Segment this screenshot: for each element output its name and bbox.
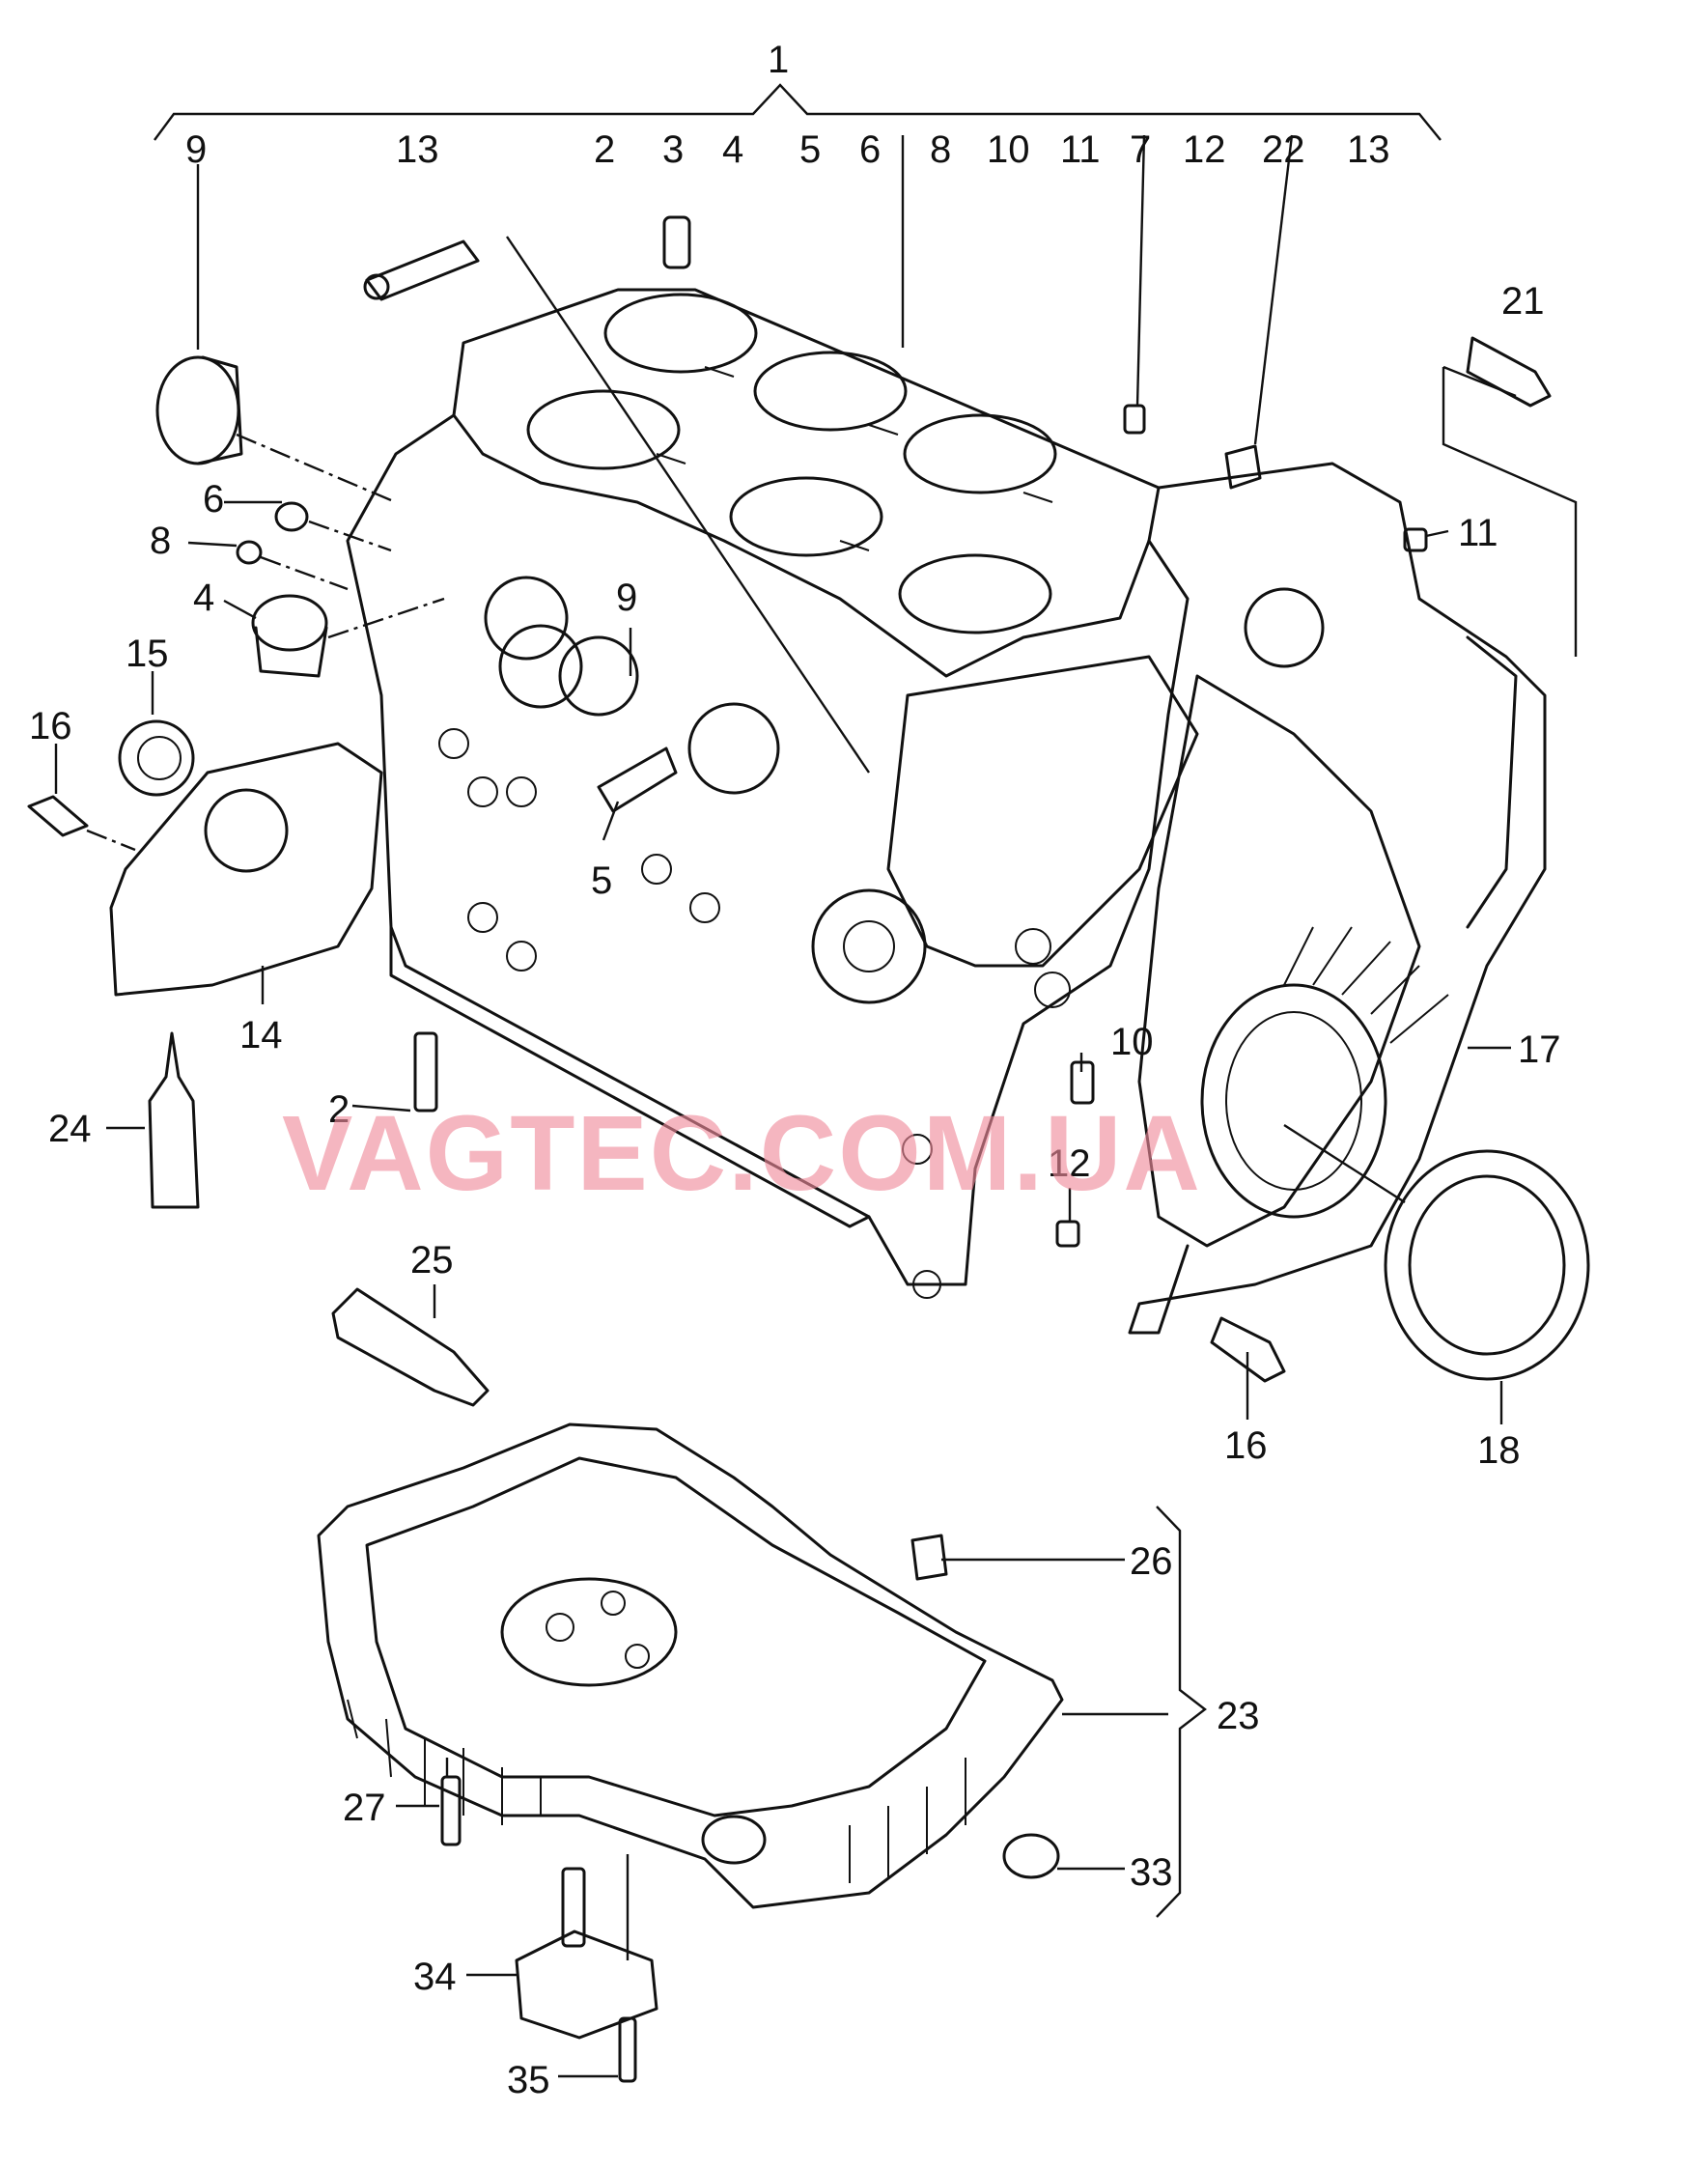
- callout-8-top: 8: [930, 128, 951, 171]
- callout-34: 34: [413, 1956, 457, 1998]
- callout-16-right: 16: [1224, 1424, 1268, 1467]
- part-4-sleeve: [251, 594, 328, 678]
- callout-4-left: 4: [193, 577, 214, 619]
- group-bracket-1: [154, 83, 1442, 141]
- part-16-bolt-right: [1210, 1316, 1286, 1383]
- part-7-sleeve: [1123, 404, 1146, 435]
- part-16-bolt-left: [27, 795, 89, 837]
- part-34-oil-level-sensor: [515, 1867, 658, 2040]
- callout-13-top-left: 13: [396, 128, 439, 171]
- callout-8-left: 8: [150, 520, 171, 562]
- callout-10-mid: 10: [1110, 1021, 1154, 1063]
- callout-21: 21: [1501, 280, 1545, 323]
- callout-12-mid: 12: [1048, 1142, 1091, 1185]
- callout-7-top: 7: [1130, 128, 1151, 171]
- part-33-drain-plug: [1002, 1833, 1060, 1879]
- callout-6-left: 6: [203, 478, 224, 521]
- part-15-seal: [118, 719, 195, 797]
- callout-9-top: 9: [185, 128, 207, 171]
- callout-11-top: 11: [1060, 128, 1101, 171]
- callout-26: 26: [1130, 1540, 1173, 1583]
- part-21-bolt: [1466, 336, 1552, 408]
- callout-5-mid: 5: [591, 859, 612, 902]
- part-27-bolt: [440, 1775, 462, 1846]
- callout-33: 33: [1130, 1851, 1173, 1894]
- part-11-sleeve-right: [1403, 527, 1428, 552]
- callout-17: 17: [1518, 1028, 1561, 1071]
- part-17-cover: [1466, 635, 1518, 929]
- callout-27: 27: [343, 1787, 386, 1829]
- callout-15: 15: [126, 633, 169, 675]
- leader-lines: [54, 134, 1511, 2078]
- callout-14: 14: [239, 1014, 283, 1056]
- cylinder-block: [346, 288, 1547, 1335]
- part-8-plug: [236, 540, 263, 565]
- part-26-screw: [910, 1534, 948, 1581]
- part-24-sealant-tube: [148, 1031, 200, 1209]
- callout-24: 24: [48, 1108, 92, 1150]
- part-13-oil-pressure-switch: [363, 239, 480, 301]
- callout-9-mid: 9: [616, 577, 637, 619]
- callout-4-top: 4: [722, 128, 743, 171]
- part-2-dowel-mid: [413, 1031, 438, 1113]
- part-5-pin: [597, 746, 678, 813]
- callout-11-right: 11: [1458, 512, 1498, 554]
- callout-23: 23: [1217, 1695, 1260, 1737]
- callout-13-top-right: 13: [1347, 128, 1390, 171]
- callout-35: 35: [507, 2059, 550, 2101]
- callout-25: 25: [410, 1239, 454, 1282]
- callout-22-top: 22: [1262, 128, 1305, 171]
- part-18-rear-seal: [1384, 1149, 1590, 1381]
- part-14-seal-flange: [109, 742, 383, 997]
- part-3-dowel-top: [662, 215, 691, 269]
- part-6-plug: [274, 501, 309, 532]
- callout-labels: 1 9 13 2 3 4 5 6 8 10 11 7 12 22 13 21 1…: [29, 39, 1561, 2101]
- callout-1: 1: [768, 39, 789, 81]
- callout-16-left: 16: [29, 705, 72, 747]
- callout-2-top: 2: [594, 128, 615, 171]
- part-35-bolt: [618, 2016, 637, 2083]
- callout-2-mid: 2: [328, 1088, 350, 1131]
- callout-10-top: 10: [987, 128, 1030, 171]
- watermark-text: VAGTEC.COM.UA: [282, 1094, 1202, 1213]
- callout-6-top: 6: [859, 128, 881, 171]
- callout-12-top: 12: [1183, 128, 1226, 171]
- callout-5-top: 5: [799, 128, 821, 171]
- callout-3-top: 3: [662, 128, 684, 171]
- oil-sump: [317, 1423, 1064, 1909]
- part-22-plug: [1224, 444, 1262, 490]
- part-12-sleeve-mid: [1055, 1220, 1080, 1248]
- part-25-sealant-tube: [331, 1287, 490, 1407]
- callout-18: 18: [1477, 1429, 1521, 1472]
- part-9-plug: [155, 355, 243, 465]
- group-bracket-23: [1156, 1506, 1207, 1918]
